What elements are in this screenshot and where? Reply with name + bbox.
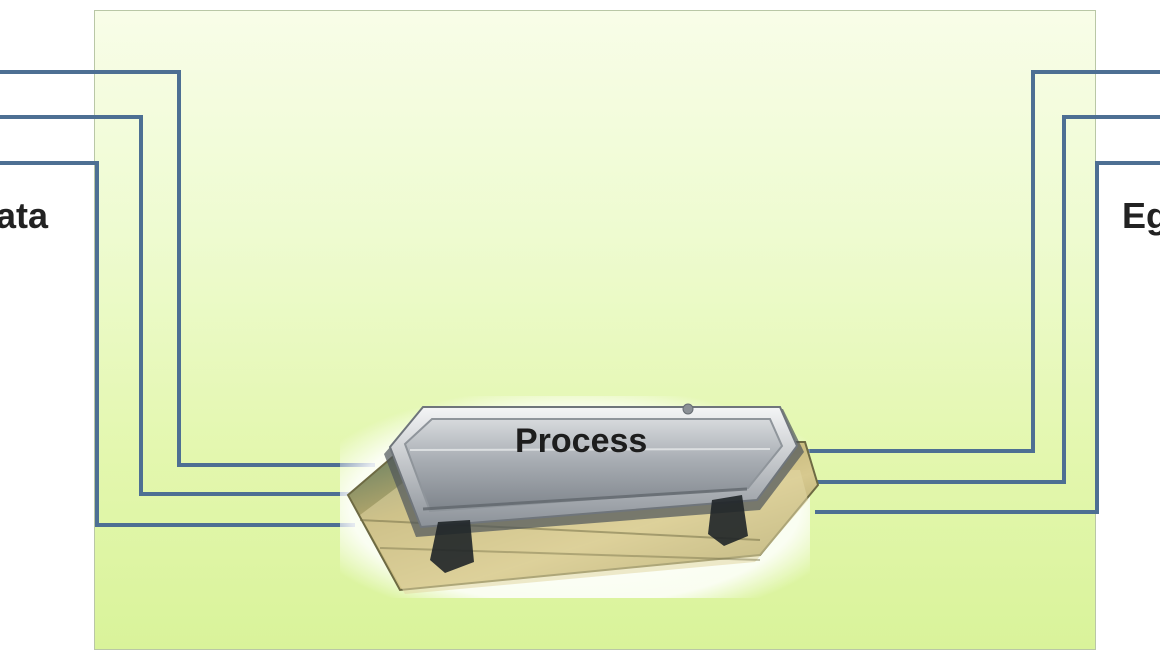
input-label: ata bbox=[0, 195, 49, 236]
output-wire-2 bbox=[805, 115, 1160, 484]
process-label: Process bbox=[515, 422, 648, 460]
chip-heatspreader bbox=[384, 403, 804, 537]
input-wire-2 bbox=[0, 115, 360, 496]
output-wire-3 bbox=[815, 161, 1160, 514]
output-wire-1 bbox=[800, 70, 1160, 453]
output-label: Eg bbox=[1122, 195, 1160, 236]
chip-clips bbox=[430, 495, 748, 573]
input-wire-1 bbox=[0, 70, 375, 467]
input-wire-3 bbox=[0, 161, 355, 527]
